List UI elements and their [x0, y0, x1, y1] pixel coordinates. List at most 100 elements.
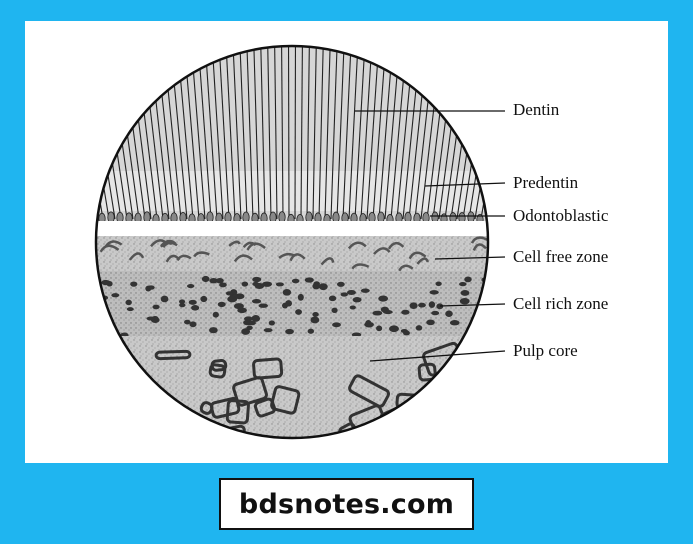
nucleus	[436, 303, 444, 310]
nucleus	[449, 320, 460, 326]
tubule-line	[253, 46, 260, 220]
tubule-line	[267, 46, 272, 220]
nucleus	[217, 301, 226, 308]
nucleus	[234, 293, 245, 300]
nucleus	[383, 310, 393, 315]
nucleus	[431, 310, 440, 316]
nucleus	[445, 310, 453, 317]
pulp-structure	[209, 396, 241, 419]
fiber	[159, 239, 173, 248]
label-odontoblastic: Odontoblastic	[513, 206, 609, 225]
tubule-line	[474, 46, 488, 220]
nucleus	[378, 295, 389, 302]
cell-rich-nuclei	[96, 275, 488, 339]
fiber	[351, 263, 370, 270]
tubule-line	[274, 46, 278, 220]
nucleus	[351, 332, 362, 337]
tubule-line	[232, 46, 242, 220]
pulp-structure	[173, 421, 196, 438]
nucleus	[179, 303, 186, 308]
nucleus	[130, 281, 138, 287]
fiber	[228, 240, 241, 247]
nucleus	[258, 303, 269, 308]
nucleus	[200, 295, 208, 303]
nucleus	[312, 282, 320, 290]
nucleus	[146, 316, 156, 321]
nucleus	[372, 310, 383, 316]
nucleus	[219, 282, 227, 288]
nucleus	[189, 321, 197, 328]
tubule-line	[260, 46, 266, 220]
leader-cell-rich-zone	[439, 303, 506, 307]
nucleus	[403, 330, 410, 336]
nucleus	[178, 299, 186, 304]
pulp-zones-illustration	[94, 44, 506, 440]
pulp-structure	[252, 357, 284, 380]
nucleus	[96, 319, 105, 326]
pulp-structure	[270, 385, 301, 415]
nucleus	[241, 281, 249, 287]
fiber	[242, 241, 257, 248]
tubule-line	[354, 46, 366, 220]
pulp-structure	[225, 399, 250, 425]
tubule-line	[96, 46, 116, 220]
site-name: bdsnotes.com	[238, 488, 455, 520]
nucleus	[285, 328, 294, 335]
nucleus	[188, 299, 197, 305]
site-banner[interactable]: bdsnotes.com	[219, 478, 474, 530]
nucleus	[252, 276, 262, 283]
white-band	[96, 221, 488, 239]
nucleus	[241, 328, 251, 335]
nucleus	[340, 292, 349, 297]
nucleus	[160, 295, 169, 303]
nucleus	[426, 319, 435, 326]
nucleus	[310, 316, 320, 324]
nucleus	[251, 298, 262, 304]
nucleus	[282, 289, 292, 296]
fiber	[193, 251, 210, 258]
nucleus	[227, 295, 238, 303]
nucleus	[126, 307, 134, 312]
pulp-structure	[208, 363, 227, 379]
nucleus	[295, 309, 302, 315]
tubule-line	[96, 46, 98, 220]
leader-predentin	[424, 182, 506, 187]
fiber	[472, 243, 487, 251]
nucleus	[152, 304, 160, 310]
fiber	[398, 264, 414, 272]
tubule-line	[342, 46, 352, 220]
nucleus	[233, 303, 244, 310]
nucleus	[349, 305, 356, 310]
label-dentin: Dentin	[513, 100, 560, 119]
nucleus	[360, 288, 370, 293]
nucleus	[428, 301, 436, 308]
nucleus	[376, 325, 383, 332]
nucleus	[459, 297, 470, 305]
fiber	[373, 247, 391, 255]
fiber	[387, 241, 405, 250]
nucleus	[251, 315, 261, 322]
pulp-structure	[142, 416, 184, 438]
fiber	[278, 252, 296, 259]
nucleus	[201, 275, 210, 283]
nucleus	[409, 302, 418, 310]
tubule-line	[281, 46, 284, 220]
tubule-line	[330, 46, 338, 220]
nucleus	[304, 277, 314, 283]
nucleus	[336, 281, 345, 287]
nucleus	[346, 290, 356, 295]
pulp-structure	[154, 349, 192, 361]
nucleus	[365, 319, 372, 327]
nucleus	[285, 300, 293, 307]
tubule-line	[239, 46, 248, 220]
fiber	[176, 254, 192, 262]
nucleus	[389, 325, 399, 333]
tubule-line	[246, 46, 254, 220]
nucleus	[147, 285, 155, 290]
nucleus	[215, 278, 224, 284]
nucleus	[275, 282, 284, 287]
nucleus	[187, 283, 195, 289]
nucleus	[246, 325, 253, 330]
fiber	[233, 254, 253, 263]
pulp-structure	[411, 393, 442, 419]
